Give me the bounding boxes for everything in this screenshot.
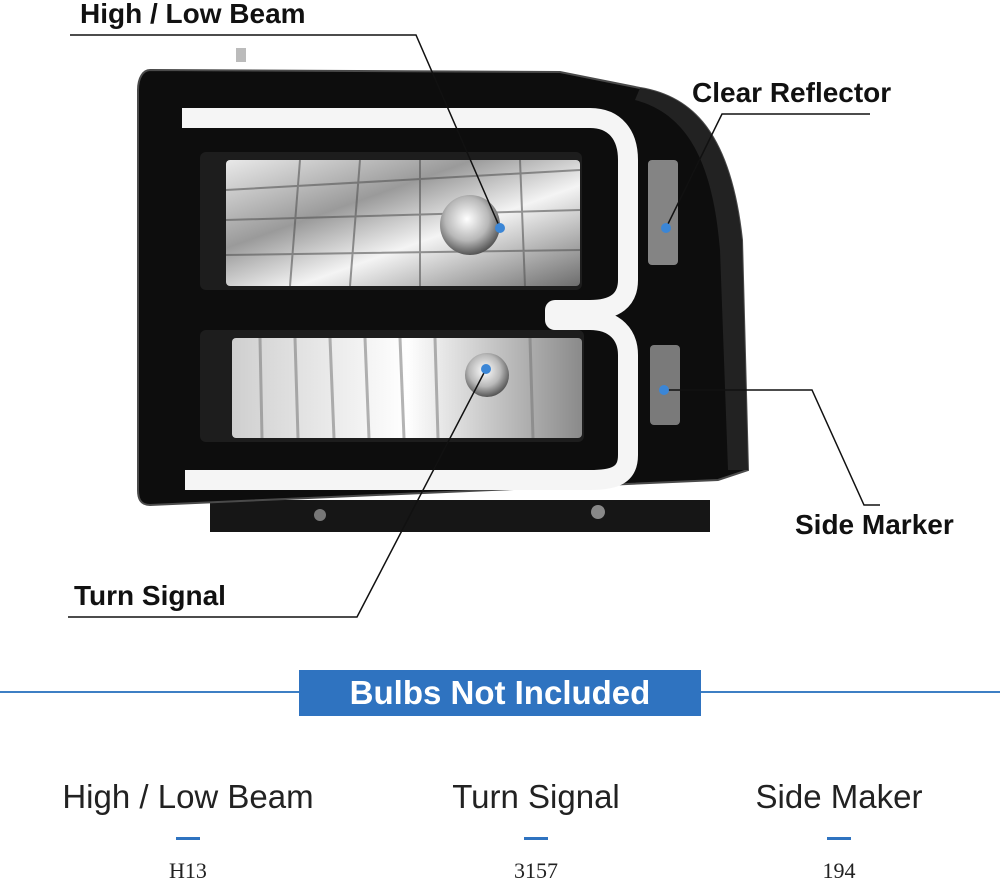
turn-signal-dot <box>481 364 491 374</box>
mounting-bracket <box>210 500 710 532</box>
bulbs-not-included-banner: Bulbs Not Included <box>299 670 701 716</box>
callout-turn-signal: Turn Signal <box>74 580 226 611</box>
bulb-dash <box>827 837 851 840</box>
bulb-side-maker: Side Maker 194 <box>674 780 1000 884</box>
callout-lines <box>68 34 880 618</box>
lower-reflector <box>200 330 584 442</box>
bulb-dash <box>176 837 200 840</box>
side-lenses <box>648 160 680 425</box>
headlight-diagram <box>68 34 880 618</box>
bulb-high-low-beam: High / Low Beam H13 <box>23 780 353 884</box>
clear-reflector-dot <box>661 223 671 233</box>
bulb-code: H13 <box>169 858 207 883</box>
bulb-code: 194 <box>822 858 856 883</box>
bulb-dash <box>524 837 548 840</box>
bulb-name: High / Low Beam <box>62 778 314 815</box>
callout-dots <box>481 223 671 395</box>
bulb-name: Turn Signal <box>452 778 620 815</box>
callout-high-low-beam: High / Low Beam <box>80 0 306 29</box>
bulb-code: 3157 <box>514 858 558 883</box>
led-light-bar <box>182 108 638 490</box>
callout-clear-reflector: Clear Reflector <box>692 77 892 108</box>
callout-side-marker: Side Marker <box>795 509 954 540</box>
bulb-name: Side Maker <box>755 778 923 815</box>
side-marker-dot <box>659 385 669 395</box>
bulb-turn-signal: Turn Signal 3157 <box>371 780 701 884</box>
high-low-beam-dot <box>495 223 505 233</box>
upper-reflector <box>200 152 582 290</box>
